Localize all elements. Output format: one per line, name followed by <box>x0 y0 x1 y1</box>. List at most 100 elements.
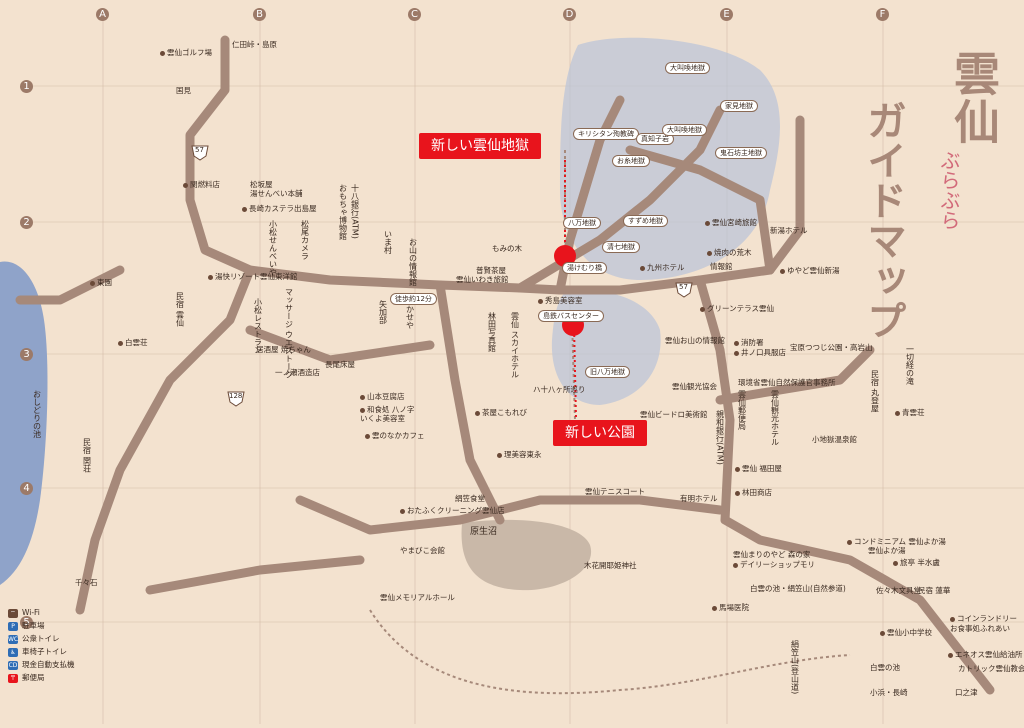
poi-shiro-ike[interactable]: 白雲の池・絹笠山(自然参道) <box>750 584 846 593</box>
poi-inoguchi[interactable]: 井ノ口具服店 <box>734 348 786 357</box>
poi-visitor[interactable]: 雲仙お山の情報館 <box>665 336 725 345</box>
poi-tennis[interactable]: 雲仙テニスコート <box>585 487 645 496</box>
poi-catholic[interactable]: カトリック雲仙教会 <box>958 664 1024 673</box>
poi-coin[interactable]: コインランドリー <box>950 614 1017 623</box>
poi-wagashi[interactable]: 和食処 八ノ字 <box>360 405 414 414</box>
poi-honsen[interactable]: 旅亭 半水盧 <box>893 558 940 567</box>
poi-greenterrace[interactable]: グリーンテラス雲仙 <box>700 304 774 313</box>
poi-komatsu[interactable]: 小松せんべいや <box>268 220 278 276</box>
poi-kondo[interactable]: コンドミニアム 雲仙よか湯 <box>847 537 946 546</box>
poi-shokuji[interactable]: お食事処ふれあい <box>950 624 1010 633</box>
poi-memorial[interactable]: 雲仙メモリアルホール <box>380 593 455 602</box>
poi-shinyu[interactable]: 新湯ホテル <box>770 226 808 235</box>
poi-matsuo[interactable]: 松尾カメラ <box>300 220 310 260</box>
poi-rest[interactable]: 小松レストラン <box>253 298 263 354</box>
poi-fukudaya[interactable]: 雲仙 福田屋 <box>735 464 782 473</box>
poi-birdo[interactable]: 雲仙ビードロ美術館 <box>640 410 708 419</box>
poi-nagaoka[interactable]: 長尾床屋 <box>325 360 355 369</box>
poi-risu[interactable]: 理美容東永 <box>497 450 542 459</box>
poi-mariyado[interactable]: 雲仙まりのやど 森の家 <box>733 550 811 559</box>
poi-maruyama[interactable]: 民宿 丸登屋 <box>870 370 880 413</box>
poi-kaoku[interactable]: 家見地獄 <box>720 100 758 112</box>
poi-yoshitoku[interactable]: ゆやど雲仙新湯 <box>780 266 840 275</box>
poi-konohana[interactable]: 木花開耶姫神社 <box>584 561 637 570</box>
poi-kirishitan[interactable]: キリシタン殉教碑 <box>573 128 639 140</box>
poi-oniishi[interactable]: 鬼石坊主地獄 <box>715 147 767 159</box>
poi-juhachi[interactable]: 十八銀行(ATM) <box>350 184 360 239</box>
poi-yunoha[interactable]: 旧八万地獄 <box>585 366 630 378</box>
poi-hachiman[interactable]: 八万地獄 <box>563 217 601 229</box>
poi-kusuri[interactable]: おもちゃ博物館 <box>338 184 348 240</box>
poi-suzume[interactable]: すずめ地獄 <box>623 215 668 227</box>
poi-baba[interactable]: 馬場医院 <box>712 603 749 612</box>
poi-unzen-miyazaki[interactable]: 雲仙宮崎旅館 <box>705 218 757 227</box>
poi-kaseya[interactable]: かせや <box>405 305 415 329</box>
poi-yokayu[interactable]: 雲仙よか湯 <box>868 546 906 555</box>
poi-sabo[interactable]: 茶屋こもれび <box>475 408 527 417</box>
poi-higashimae[interactable]: 東園 <box>90 278 112 287</box>
poi-kyushu-hotel[interactable]: 九州ホテル <box>640 263 685 272</box>
poi-hideshima[interactable]: 秀島美容室 <box>538 296 583 305</box>
poi-momi[interactable]: もみの木 <box>492 244 522 253</box>
poi-shobo[interactable]: 消防署 <box>734 338 764 347</box>
poi-izakaya[interactable]: 居酒屋 焼ちゃん <box>256 345 311 354</box>
poi-minshuku-seki[interactable]: 民宿 関荘 <box>82 438 92 473</box>
poi-kinugasa[interactable]: 絹笠山(登山道) <box>790 640 800 695</box>
poi-yukemuri[interactable]: 湯けむり橋 <box>562 262 607 274</box>
poi-imamura[interactable]: いま村 <box>383 230 393 254</box>
poi-joho[interactable]: 情報館 <box>710 262 733 271</box>
callout-new-jigoku[interactable]: 新しい雲仙地獄 <box>419 133 541 159</box>
poi-hakuunsou[interactable]: 白雲荘 <box>118 338 148 347</box>
poi-kanko[interactable]: 環境省雲仙自然保護官事務所 <box>738 378 836 387</box>
poi-bus[interactable]: 島鉄バスセンター <box>538 310 604 322</box>
poi-eneos[interactable]: エネオス雲仙給油所 <box>948 650 1023 659</box>
poi-kokumin[interactable]: 小地獄温泉館 <box>812 435 857 444</box>
poi-ikkei[interactable]: 一切経の滝 <box>905 345 915 385</box>
poi-yamamoto[interactable]: 山本豆腐店 <box>360 392 405 401</box>
poi-seki[interactable]: 関燃料店 <box>183 180 220 189</box>
poi-oyama[interactable]: お山の情報館 <box>408 238 418 286</box>
poi-daikyo2[interactable]: 大叫喚地獄 <box>662 124 707 136</box>
poi-hoshi[interactable]: 雲のなかカフェ <box>365 431 425 440</box>
poi-hosan[interactable]: 宝原つつじ公園・高岩山 <box>790 343 873 352</box>
poi-sanpo[interactable]: ハ十八ヶ所巡り <box>533 385 586 394</box>
poi-otoro[interactable]: おしどりの池 <box>32 390 42 438</box>
poi-daily[interactable]: デイリーショップモリ <box>733 560 815 569</box>
poi-massage[interactable]: マッサージ ウエストーク <box>284 288 294 379</box>
poi-ichinose[interactable]: 一ノ瀬酒造店 <box>275 368 320 377</box>
poi-okaku[interactable]: おたふくクリーニング雲仙店 <box>400 506 505 515</box>
poi-ikuyo[interactable]: いくよ美容室 <box>360 414 405 423</box>
poi-daikyo[interactable]: 大叫喚地獄 <box>665 62 710 74</box>
poi-kanko-hotel[interactable]: 雲仙観光ホテル <box>770 390 780 446</box>
poi-yamabiko[interactable]: やまびこ会館 <box>400 546 445 555</box>
poi-sasaki[interactable]: 佐々木文具堂 <box>876 586 921 595</box>
poi-castella[interactable]: 長崎カステラ出島屋 <box>242 204 317 213</box>
poi-school[interactable]: 雲仙小中学校 <box>880 628 932 637</box>
poi-golf[interactable]: 雲仙ゴルフ場 <box>160 48 212 57</box>
poi-minshuku-unzen[interactable]: 民宿 雲仙 <box>175 292 185 327</box>
poi-aoba[interactable]: 青雲荘 <box>895 408 925 417</box>
poi-rinsho[interactable]: 林田商店 <box>735 488 772 497</box>
poi-kanko-kyokai[interactable]: 雲仙観光協会 <box>672 382 717 391</box>
poi-sky[interactable]: 雲仙 スカイホテル <box>510 312 520 379</box>
poi-fugen[interactable]: 普賢茶屋 <box>476 266 506 275</box>
poi-yakiniku[interactable]: 焼肉の荒木 <box>707 248 752 257</box>
poi-kinkasa[interactable]: 絹笠食堂 <box>455 494 485 503</box>
poi-matsuzaka[interactable]: 松坂屋 <box>250 180 273 189</box>
poi-hayashi[interactable]: 林田写真館 <box>487 312 497 352</box>
poi-yukai[interactable]: 湯快リゾート雲仙東洋館 <box>208 272 298 281</box>
poi-shiroike[interactable]: 白雲の池 <box>870 663 900 672</box>
poi-harashinjo[interactable]: 原生沼 <box>470 527 498 537</box>
poi-shinkou[interactable]: 真知子岩 <box>636 133 674 145</box>
poi-iwaki[interactable]: 雲仙いわき旅館 <box>456 275 509 284</box>
callout-new-park[interactable]: 新しい公園 <box>553 420 647 446</box>
poi-post[interactable]: 雲仙郵便局 <box>737 390 747 430</box>
poi-oito[interactable]: お糸地獄 <box>612 155 650 167</box>
poi-yusen[interactable]: 湯せんべい本舗 <box>250 189 303 198</box>
poi-kiyo[interactable]: 清七地獄 <box>602 241 640 253</box>
poi-ariake[interactable]: 有明ホテル <box>680 494 718 503</box>
poi-minshuku2[interactable]: 民宿 蓮華 <box>918 586 951 595</box>
poi-shinwa[interactable]: 親和銀行(ATM) <box>715 410 725 465</box>
poi-yasuke[interactable]: 矢加部 <box>378 300 388 324</box>
